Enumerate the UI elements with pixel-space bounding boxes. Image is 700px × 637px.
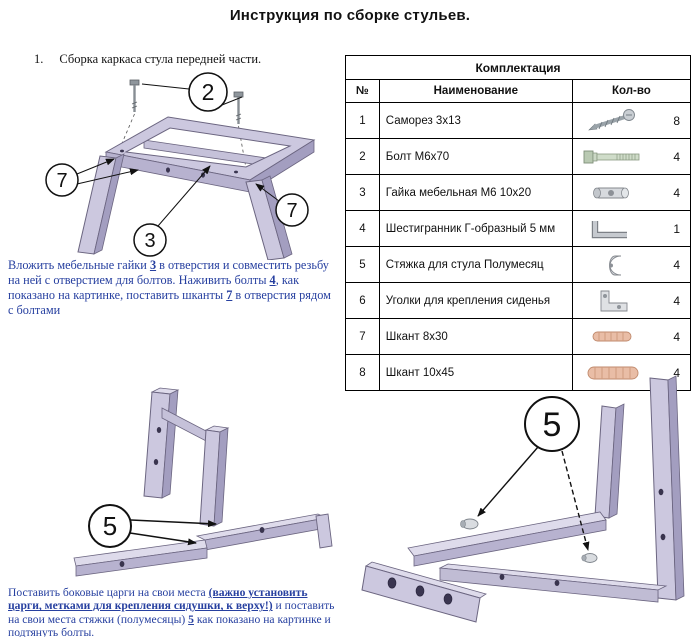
side-rails-assembly-diagram-right: 5 — [361, 375, 685, 623]
table-title-row: Комплектация — [345, 55, 691, 80]
note2-seg: как показано на картинке и подтянуть бол… — [8, 612, 331, 637]
side-board-with-holes — [361, 561, 487, 623]
part-name: Саморез 3х13 — [378, 102, 573, 139]
part-num: 5 — [345, 246, 380, 283]
callout-bolts-number: 2 — [202, 79, 215, 105]
col-header-num: № — [345, 79, 380, 103]
part-qty: 8 — [673, 113, 680, 128]
hex-key-icon — [591, 220, 627, 238]
part-num: 3 — [345, 174, 380, 211]
part-qty: 4 — [673, 185, 680, 200]
note1-seg: в отверстия рядом с болтами — [8, 288, 331, 317]
table-row: 2 Болт М6х70 4 — [345, 138, 692, 175]
note2-ref-5: 5 — [188, 612, 194, 626]
bolt-icon — [583, 150, 640, 163]
dowel-icon — [592, 331, 632, 341]
callout-half-moon-left: 5 — [88, 504, 217, 548]
note2-seg: и поставить на свои места стяжки (полуме… — [8, 599, 335, 626]
corner-bracket-icon — [600, 290, 628, 311]
half-moon-bracket-icon — [608, 255, 621, 275]
callout-dowels-right: 7 — [255, 183, 309, 227]
part-name: Шкант 8х30 — [378, 318, 573, 355]
floor-rail-right — [195, 513, 333, 551]
part-name: Гайка мебельная М6 10х20 — [378, 174, 573, 211]
screw-icon — [587, 108, 635, 130]
note1-ref-7: 7 — [226, 288, 233, 302]
dowel-large-icon — [587, 366, 639, 379]
note1-ref-4: 4 — [269, 273, 276, 287]
parts-table-title: Комплектация — [345, 55, 691, 80]
part-num: 1 — [345, 102, 380, 139]
step1-heading: 1. Сборка каркаса стула передней части. — [34, 52, 334, 67]
side-rails-assembly-diagram-left: 5 — [73, 387, 333, 577]
col-header-qty: Кол-во — [571, 79, 692, 103]
half-moon-bracket-part — [460, 518, 598, 563]
note1-seg: , как показано на картинке, поставить шк… — [8, 273, 300, 302]
callout-dowels-left-number: 7 — [56, 170, 67, 192]
table-row: 6 Уголки для крепления сиденья 4 — [345, 282, 692, 319]
table-row: 3 Гайка мебельная М6 10х20 4 — [345, 174, 692, 211]
part-qty: 4 — [673, 257, 680, 272]
barrel-nut-icon — [592, 187, 629, 198]
table-row: 5 Стяжка для стула Полумесяц 4 — [345, 246, 692, 283]
part-qty: 4 — [673, 365, 680, 380]
front-frame-assembly-diagram: 2 7 3 7 — [45, 72, 316, 260]
part-qty: 4 — [673, 149, 680, 164]
part-name: Уголки для крепления сиденья — [378, 282, 573, 319]
callout-nuts: 3 — [133, 165, 211, 257]
table-row: 7 Шкант 8х30 4 — [345, 318, 692, 355]
floor-rail — [438, 563, 668, 603]
part-qty: 4 — [673, 293, 680, 308]
front-left-leg — [77, 153, 125, 255]
back-post-inner — [594, 403, 625, 519]
note2-seg: Поставить боковые царги на свои места — [8, 586, 209, 599]
standing-front-leg — [199, 425, 230, 527]
assembly-note-2: Поставить боковые царги на свои места (в… — [8, 586, 338, 637]
parts-table: Комплектация № Наименование Кол-во 1 Сам… — [345, 55, 692, 391]
step1-heading-text: Сборка каркаса стула передней части. — [59, 52, 262, 66]
callout-bolts: 2 — [141, 72, 243, 112]
table-header-row: № Наименование Кол-во — [345, 79, 692, 103]
callout-half-moon-right: 5 — [477, 396, 590, 551]
part-name: Стяжка для стула Полумесяц — [378, 246, 573, 283]
page-title: Инструкция по сборке стульев. — [229, 7, 471, 24]
seat-frame — [104, 116, 316, 193]
note1-seg: в отверстия и совместить резьбу на ней с… — [8, 258, 329, 287]
part-name: Шестигранник Г-образный 5 мм — [378, 210, 573, 247]
part-qty: 4 — [673, 329, 680, 344]
floor-rail-left — [73, 539, 208, 577]
back-post-right — [649, 375, 685, 601]
table-row: 4 Шестигранник Г-образный 5 мм 1 — [345, 210, 692, 247]
part-name: Шкант 10х45 — [378, 354, 573, 391]
standing-side-rail — [143, 387, 180, 499]
part-qty: 1 — [673, 221, 680, 236]
callout-dowels-right-number: 7 — [286, 200, 297, 222]
part-num: 7 — [345, 318, 380, 355]
mid-rail — [407, 511, 607, 567]
table-row: 8 Шкант 10х45 4 — [345, 354, 692, 391]
part-num: 2 — [345, 138, 380, 175]
note2-warning: (важно установить царги, метками для кре… — [8, 586, 308, 613]
note1-ref-3: 3 — [149, 258, 157, 272]
part-name: Болт М6х70 — [378, 138, 573, 175]
callout-half-moon-left-number: 5 — [103, 511, 117, 541]
col-header-name: Наименование — [378, 79, 573, 103]
callout-half-moon-right-number: 5 — [543, 406, 562, 444]
callout-dowels-left: 7 — [45, 158, 139, 197]
part-num: 4 — [345, 210, 380, 247]
assembly-note-1: Вложить мебельные гайки 3 в отверстия и … — [8, 258, 336, 318]
table-row: 1 Саморез 3х13 8 — [345, 102, 692, 139]
step1-number: 1. — [34, 52, 44, 66]
note1-seg: Вложить мебельные гайки — [8, 258, 150, 272]
part-num: 8 — [345, 354, 380, 391]
callout-nuts-number: 3 — [144, 230, 155, 252]
part-num: 6 — [345, 282, 380, 319]
